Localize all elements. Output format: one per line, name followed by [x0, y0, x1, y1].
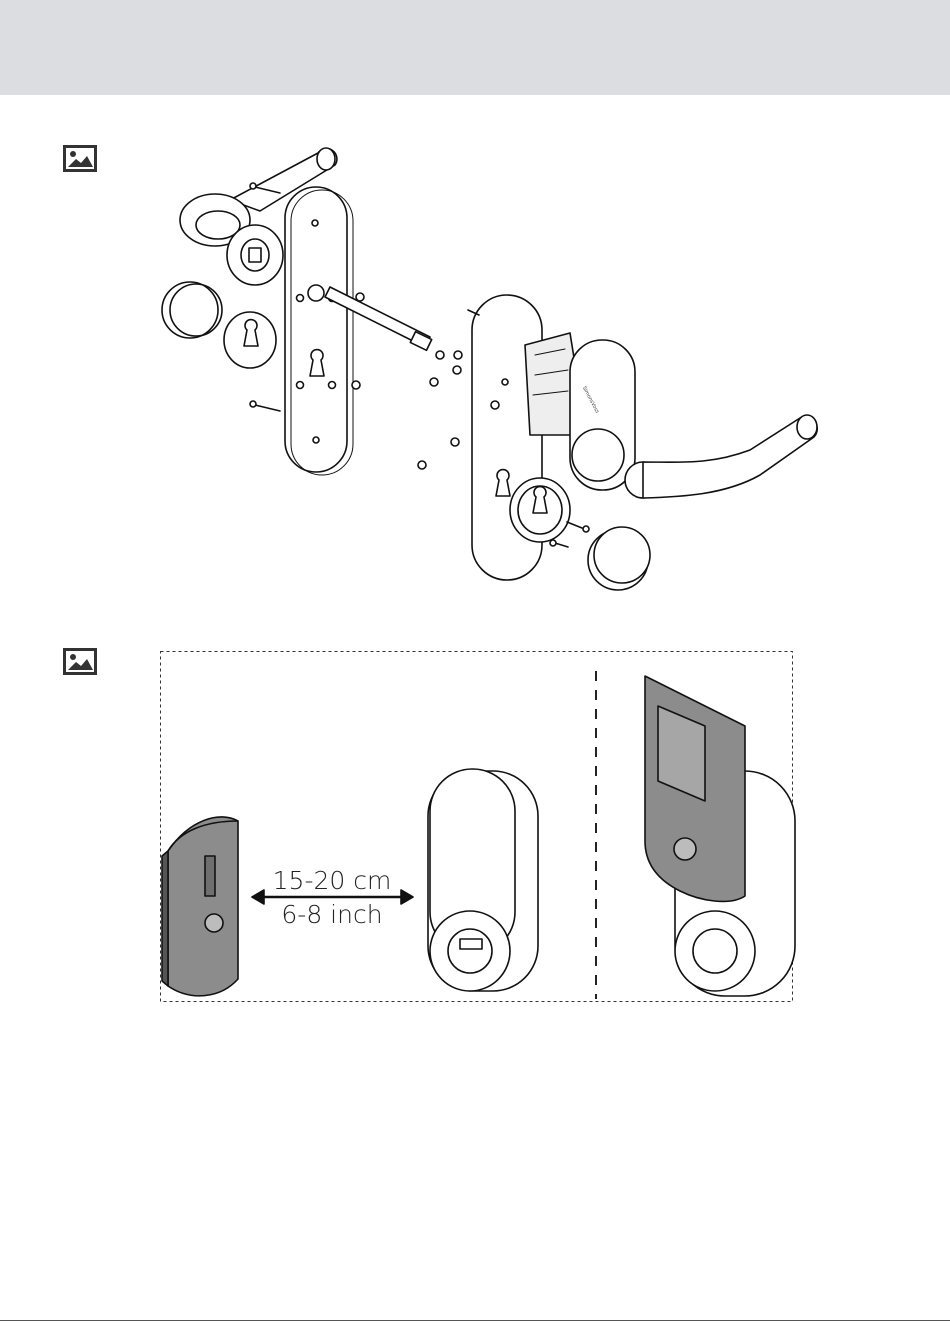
left-screws — [250, 183, 280, 411]
footer-rule — [0, 1320, 950, 1321]
image-icon — [63, 648, 97, 675]
distance-imperial-label: 6-8 inch — [281, 900, 382, 929]
programming-distance-drawing: 15-20 cm 6-8 inch — [160, 651, 793, 1002]
image-icon — [63, 145, 97, 172]
left-cylinder-rose — [224, 312, 276, 368]
inner-rose — [227, 225, 283, 285]
plain-ring — [162, 282, 222, 338]
right-lever-handle — [625, 415, 817, 498]
knob-housing: SimonsVoss — [570, 340, 635, 490]
exploded-assembly-drawing: SimonsVoss — [150, 135, 830, 585]
lock-knob-center — [428, 769, 538, 991]
distance-metric-label: 15-20 cm — [273, 866, 392, 895]
page-header-band — [0, 0, 950, 95]
programming-device — [162, 817, 238, 996]
cover-cap — [588, 527, 650, 590]
left-escutcheon-plate — [285, 187, 353, 475]
